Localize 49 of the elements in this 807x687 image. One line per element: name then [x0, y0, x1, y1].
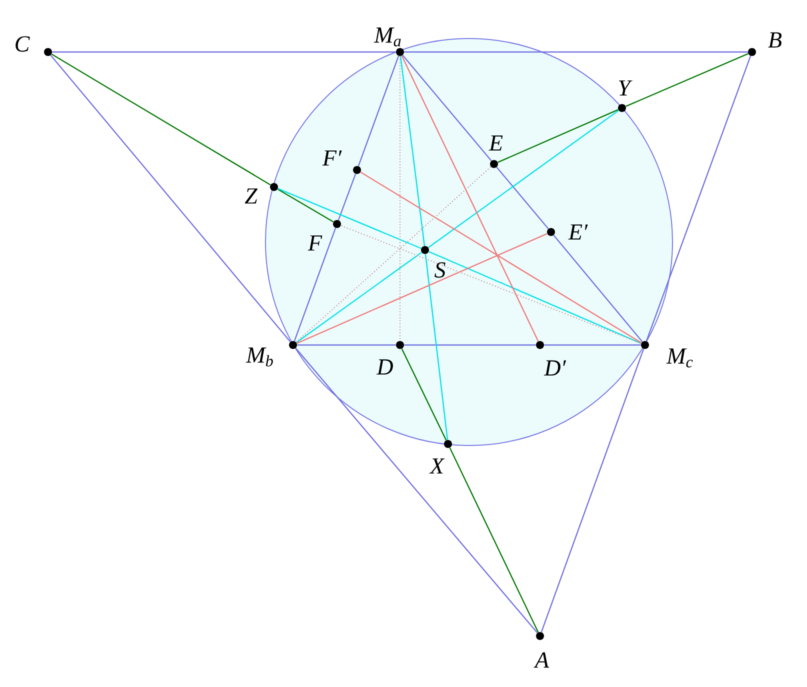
line-segment [553, 234, 643, 342]
line-segment [295, 348, 538, 634]
line-segment [50, 54, 291, 342]
point-label: F [308, 235, 322, 251]
point-label: M$_{b}$ [246, 348, 273, 366]
line-segment [399, 56, 401, 341]
point-label: F′ [322, 150, 342, 166]
line-segment [428, 110, 619, 248]
point-label: C [16, 36, 30, 52]
line-segment [544, 344, 641, 346]
point-label: E [488, 135, 503, 151]
point-label: Z [244, 188, 258, 204]
line-segment [296, 166, 492, 343]
line-segment [278, 188, 422, 249]
point-label: D [376, 359, 393, 375]
line-segment [340, 224, 642, 344]
point-label: X [429, 458, 445, 474]
line-segment [404, 344, 536, 346]
line-segment [401, 348, 447, 440]
line-segment [294, 228, 336, 342]
line-segment [51, 54, 271, 186]
point-label: D′ [544, 360, 566, 376]
line-segment [338, 174, 356, 220]
line-segment [424, 254, 448, 440]
line-segment [296, 252, 422, 344]
point-label: Y [618, 80, 632, 96]
line-segment [52, 51, 396, 53]
line-segment [277, 188, 334, 222]
point-label: M$_{c}$ [666, 348, 693, 368]
line-segment [626, 53, 748, 107]
point-label: E′ [568, 224, 588, 240]
point-label: B [768, 32, 782, 48]
point-label: S [434, 262, 446, 278]
line-segment [401, 56, 539, 342]
line-segment [402, 54, 492, 162]
line-segment [646, 56, 752, 342]
line-segment [428, 251, 642, 344]
line-segment [400, 56, 426, 246]
line-segment [297, 344, 396, 346]
point-label: M$_{a}$ [374, 28, 401, 46]
line-segment [360, 172, 642, 344]
point-label: A [534, 652, 550, 668]
line-segment [496, 166, 549, 230]
line-segment [358, 56, 400, 166]
line-segment [498, 109, 618, 163]
line-segment [449, 448, 539, 632]
line-segment [404, 51, 748, 53]
line-segment [540, 348, 644, 632]
line-segment [296, 233, 548, 344]
